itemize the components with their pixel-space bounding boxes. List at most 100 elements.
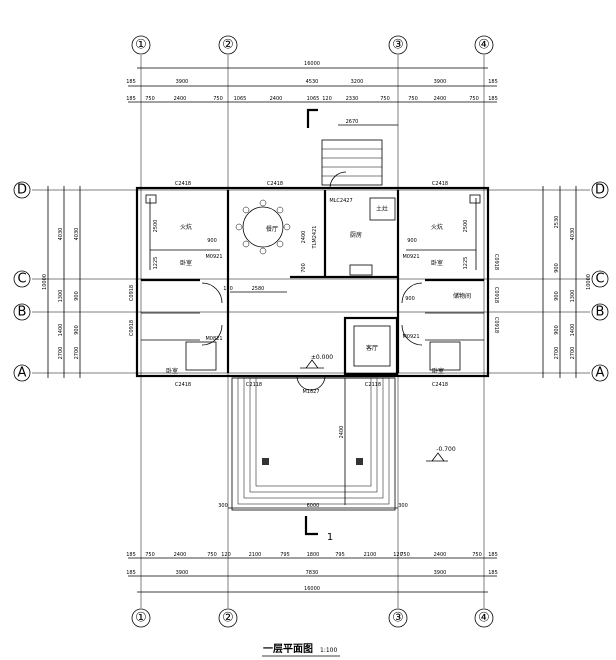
room-bedroom-top-right: 卧室 xyxy=(431,259,443,267)
outside-level: -0.700 xyxy=(436,446,456,453)
dim-text: 2400 xyxy=(301,231,307,244)
dim-text: 750 xyxy=(408,96,418,102)
dim-text: 300 xyxy=(398,503,408,509)
dim-text: 1225 xyxy=(153,257,159,270)
dim-text: 3900 xyxy=(176,79,189,85)
room-kitchen: 厨房 xyxy=(350,231,362,239)
dim-text: 120 xyxy=(393,552,403,558)
door-label: M0921 xyxy=(205,254,222,260)
dim-text: 2530 xyxy=(554,216,560,229)
dim-text: 185 xyxy=(126,552,136,558)
dim-text: 2400 xyxy=(434,552,447,558)
dim-text: 900 xyxy=(407,238,417,244)
dim-text: 750 xyxy=(472,552,482,558)
dim-text: 900 xyxy=(554,263,560,273)
dim-text: 2100 xyxy=(364,552,377,558)
dim-text: 1400 xyxy=(58,324,64,337)
dim-text: 2400 xyxy=(270,96,283,102)
dim-text: 900 xyxy=(554,325,560,335)
dim-text: 750 xyxy=(400,552,410,558)
dim-text: 4030 xyxy=(570,228,576,241)
dim-text: 795 xyxy=(280,552,290,558)
door-label: M0821 xyxy=(205,336,222,342)
dim-text: 3900 xyxy=(434,570,447,576)
axis-a-left: A xyxy=(18,366,27,381)
dim-text: 2700 xyxy=(58,347,64,360)
porch xyxy=(231,377,396,511)
drawing-title: 一层平面图 xyxy=(263,643,313,655)
axis-2-top: ② xyxy=(222,38,234,53)
walls xyxy=(135,186,490,378)
dim-text: 2700 xyxy=(554,347,560,360)
dim-text: 1300 xyxy=(570,290,576,303)
room-living: 客厅 xyxy=(366,344,378,352)
interior-dimensions: 2500 1225 900 120 2400 700 2580 900 2500… xyxy=(153,119,469,509)
dim-text: 185 xyxy=(488,570,498,576)
dim-text: 3900 xyxy=(434,79,447,85)
room-kang-right: 火炕 xyxy=(431,223,443,231)
window-label: C2418 xyxy=(267,181,283,187)
axis-b-right: B xyxy=(596,305,605,320)
dim-text: 6000 xyxy=(307,503,320,509)
dim-text: 900 xyxy=(554,291,560,301)
axis-d-left: D xyxy=(17,183,27,198)
room-bedroom-top-left: 卧室 xyxy=(180,259,192,267)
dim-text: 2670 xyxy=(346,119,359,125)
room-dining: 餐厅 xyxy=(266,225,278,233)
dim-text: 2400 xyxy=(339,426,345,439)
dining-table xyxy=(242,206,284,248)
room-bedroom-bottom-left: 卧室 xyxy=(166,367,178,375)
dim-text: 750 xyxy=(213,96,223,102)
room-storage: 储物间 xyxy=(453,292,471,300)
dim-text: 1065 xyxy=(234,96,247,102)
room-bedroom-bottom-right: 卧室 xyxy=(432,367,444,375)
dim-text: 185 xyxy=(488,96,498,102)
axis-c-right: C xyxy=(595,272,604,287)
dim-text: 3900 xyxy=(176,570,189,576)
dim-text: 795 xyxy=(335,552,345,558)
dim-text: 2330 xyxy=(346,96,359,102)
dim-text: 185 xyxy=(126,570,136,576)
dim-text: 4030 xyxy=(74,228,80,241)
level-markers: ±0.000 -0.700 xyxy=(300,354,456,462)
dim-text: 900 xyxy=(405,296,415,302)
room-kang-left: 火炕 xyxy=(180,223,192,231)
door-label: M0921 xyxy=(402,254,419,260)
window-label: C0918 xyxy=(129,285,135,301)
dim-text: 10000 xyxy=(42,274,48,290)
dim-text: 1400 xyxy=(570,324,576,337)
dim-text: 7830 xyxy=(306,570,319,576)
axis-4-top: ④ xyxy=(478,38,490,53)
dim-text: 2400 xyxy=(174,96,187,102)
window-label: C0918 xyxy=(493,317,499,333)
stairs-top xyxy=(321,124,398,186)
door-label: MLC2427 xyxy=(329,198,352,204)
stove xyxy=(369,197,396,221)
dim-text: 750 xyxy=(145,552,155,558)
dim-text: 1800 xyxy=(307,552,320,558)
dim-text: 16000 xyxy=(304,586,320,592)
dim-text: 700 xyxy=(301,263,307,273)
axis-a-right: A xyxy=(596,366,605,381)
dim-text: 1065 xyxy=(307,96,320,102)
window-label: C0918 xyxy=(129,320,135,336)
axis-bubbles: ① ② ③ ④ ① ② ③ ④ D C B A D C B A xyxy=(13,35,609,628)
dim-text: 900 xyxy=(74,325,80,335)
opening-labels: C2418 C2418 C2418 C2418 C2118 C2118 C241… xyxy=(129,181,499,395)
dim-text: 900 xyxy=(207,238,217,244)
furniture xyxy=(145,194,481,376)
dim-text: 185 xyxy=(488,79,498,85)
dim-text: 120 xyxy=(223,286,233,292)
sink xyxy=(349,264,373,276)
axis-4-bottom: ④ xyxy=(478,611,490,626)
door-label: TLM2421 xyxy=(312,226,318,250)
window-label: C2418 xyxy=(175,382,191,388)
dim-text: 750 xyxy=(469,96,479,102)
dim-text: 1225 xyxy=(463,257,469,270)
section-mark-bottom: 1 xyxy=(327,532,333,543)
stove-label: 土灶 xyxy=(376,205,388,213)
axis-b-left: B xyxy=(18,305,27,320)
dim-text: 750 xyxy=(380,96,390,102)
